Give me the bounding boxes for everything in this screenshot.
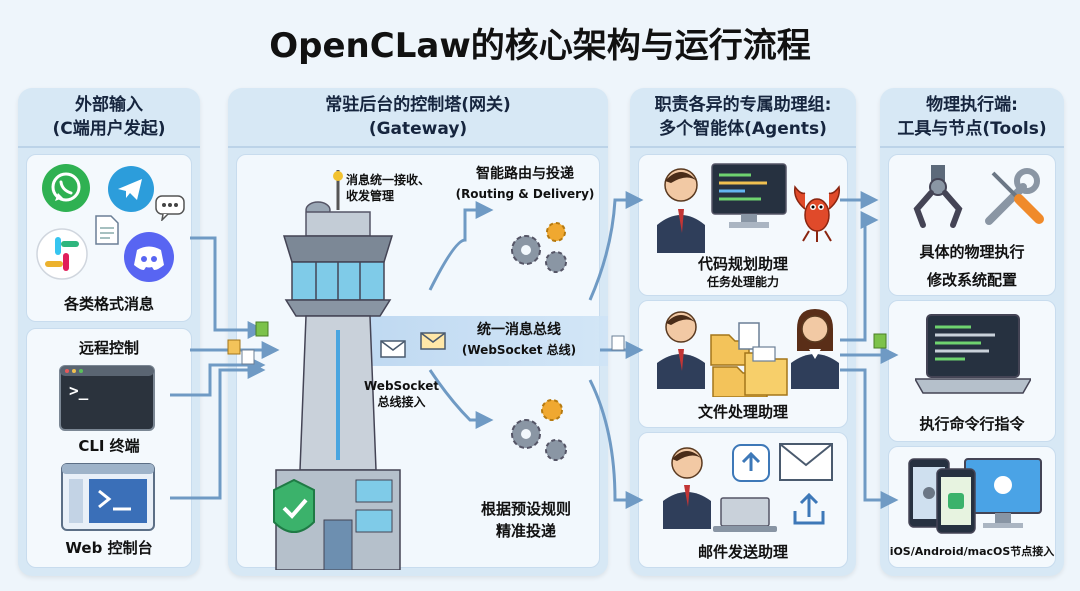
command-exec-label: 执行命令行指令 xyxy=(919,415,1025,433)
modify-config-label: 修改系统配置 xyxy=(926,271,1017,289)
code-planner-label: 代码规划助理 xyxy=(697,255,788,273)
column-title-line2: (Gateway) xyxy=(368,119,468,139)
column-header: 常驻后台的控制塔(网关) (Gateway) xyxy=(228,88,608,148)
control-tower-icon xyxy=(246,170,426,570)
whatsapp-icon xyxy=(41,163,91,213)
agents-column: 职责各异的专属助理组: 多个智能体(Agents) xyxy=(630,88,856,576)
column-title-line1: 外部输入 xyxy=(75,95,143,115)
upload-icon xyxy=(731,443,771,483)
envelope-icon xyxy=(380,340,406,358)
remote-control-panel: 远程控制 >_ CLI 终端 Web 控制台 xyxy=(26,328,192,568)
routing-delivery-label: 智能路由与投递 (Routing & Delivery) xyxy=(450,164,600,204)
document-icon xyxy=(95,215,119,245)
cli-terminal-label: CLI 终端 xyxy=(78,437,140,455)
file-agent-panel: 文件处理助理 xyxy=(638,300,848,428)
physical-exec-panel: 具体的物理执行 修改系统配置 xyxy=(888,154,1056,296)
devices-icon xyxy=(907,455,1043,535)
messaging-apps-panel: 各类格式消息 xyxy=(26,154,192,322)
mail-envelope-icon xyxy=(779,443,833,481)
code-monitor-icon xyxy=(711,163,787,229)
physical-exec-label: 具体的物理执行 xyxy=(919,243,1025,261)
folders-icon xyxy=(709,321,789,397)
code-agent-panel: 代码规划助理 任务处理能力 xyxy=(638,154,848,296)
web-console-label: Web 控制台 xyxy=(65,539,153,557)
routing-line2: (Routing & Delivery) xyxy=(455,187,595,201)
command-exec-panel: 执行命令行指令 xyxy=(888,300,1056,442)
file-person-female-icon xyxy=(787,305,843,389)
routing-line1: 智能路由与投递 xyxy=(476,166,574,182)
receive-manage-line1: 消息统一接收、 xyxy=(346,173,431,187)
lobster-mascot-icon xyxy=(789,179,845,243)
device-nodes-panel: iOS/Android/macOS节点接入 xyxy=(888,446,1056,568)
ws-line1: WebSocket xyxy=(364,379,440,393)
delivery-gears-icon xyxy=(498,392,578,472)
column-title-line2: 多个智能体(Agents) xyxy=(659,119,827,139)
column-header: 物理执行端: 工具与节点(Tools) xyxy=(880,88,1064,148)
remote-control-label: 远程控制 xyxy=(78,339,139,357)
message-types-label: 各类格式消息 xyxy=(63,295,154,313)
file-person-male-icon xyxy=(653,305,709,389)
rule-line1: 根据预设规则 xyxy=(480,500,571,518)
laptop-terminal-icon xyxy=(915,313,1031,397)
column-title-line1: 职责各异的专属助理组: xyxy=(654,95,832,115)
column-title-line1: 常驻后台的控制塔(网关) xyxy=(325,95,511,115)
laptop-icon xyxy=(713,497,777,533)
file-agent-label: 文件处理助理 xyxy=(697,403,788,421)
send-up-icon xyxy=(789,489,829,529)
tools-column: 物理执行端: 工具与节点(Tools) 具体的物理执行 修改系统配置 xyxy=(880,88,1064,576)
mail-agent-label: 邮件发送助理 xyxy=(697,543,788,561)
robot-claw-icon xyxy=(907,163,969,229)
receive-manage-label: 消息统一接收、 收发管理 xyxy=(346,172,430,204)
task-processing-label: 任务处理能力 xyxy=(706,275,779,289)
external-input-column: 外部输入 (C端用户发起) xyxy=(18,88,200,576)
telegram-icon xyxy=(107,165,155,213)
device-nodes-label: iOS/Android/macOS节点接入 xyxy=(889,545,1055,558)
chat-bubble-icon xyxy=(155,195,185,221)
ws-line2: 总线接入 xyxy=(377,395,426,409)
gateway-column: 常驻后台的控制塔(网关) (Gateway) 消息统一接收 xyxy=(228,88,608,576)
column-header: 职责各异的专属助理组: 多个智能体(Agents) xyxy=(630,88,856,148)
column-header: 外部输入 (C端用户发起) xyxy=(18,88,200,148)
cli-prompt: >_ xyxy=(69,381,89,400)
wrench-screwdriver-icon xyxy=(981,163,1047,229)
routing-gears-icon xyxy=(498,218,578,288)
mail-person-icon xyxy=(657,441,717,529)
code-planner-person-icon xyxy=(651,163,711,253)
slack-icon xyxy=(35,227,89,281)
envelope-icon xyxy=(420,332,446,350)
discord-icon xyxy=(123,231,175,283)
column-title-line2: (C端用户发起) xyxy=(52,119,166,139)
message-bus-label: 统一消息总线 (WebSocket 总线) xyxy=(444,320,594,360)
websocket-access-label: WebSocket 总线接入 xyxy=(364,378,439,410)
column-title-line1: 物理执行端: xyxy=(926,95,1018,115)
rule-delivery-label: 根据预设规则 精准投递 xyxy=(466,498,586,542)
mail-agent-panel: 邮件发送助理 xyxy=(638,432,848,568)
bus-line1: 统一消息总线 xyxy=(477,322,561,338)
column-title-line2: 工具与节点(Tools) xyxy=(897,119,1047,139)
terminal-icon: >_ xyxy=(59,365,155,431)
page-title: OpenCLaw的核心架构与运行流程 xyxy=(269,26,811,66)
rule-line2: 精准投递 xyxy=(495,522,556,540)
receive-manage-line2: 收发管理 xyxy=(346,189,395,203)
bus-line2: (WebSocket 总线) xyxy=(461,343,577,357)
web-console-icon xyxy=(61,463,155,531)
